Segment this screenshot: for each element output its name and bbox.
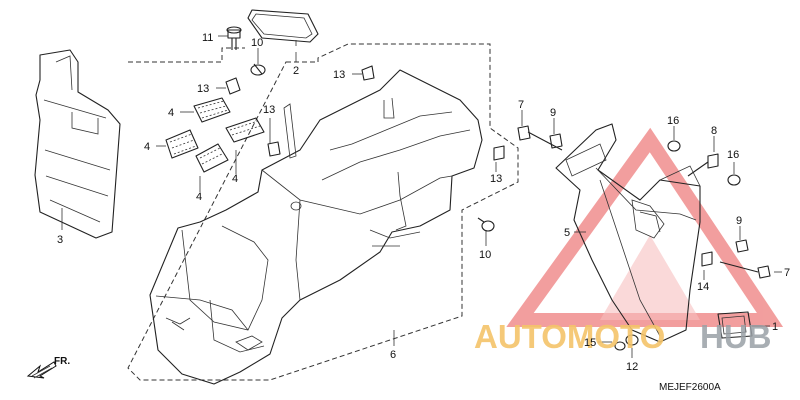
- callout-4-b: 4: [144, 141, 150, 153]
- callout-13-b: 13: [263, 104, 275, 116]
- callout-9-b: 9: [736, 215, 742, 227]
- callout-6: 6: [390, 349, 396, 361]
- callout-4-a: 4: [168, 107, 174, 119]
- assembly-outline: [127, 43, 519, 381]
- callout-3: 3: [57, 234, 63, 246]
- part-13-clips: [225, 65, 505, 161]
- part-2-seal: [247, 9, 319, 43]
- callout-12: 12: [626, 361, 638, 373]
- part-11-bolt: [226, 26, 242, 50]
- callout-1: 1: [772, 321, 778, 333]
- callout-16-b: 16: [727, 149, 739, 161]
- callout-14: 14: [697, 281, 709, 293]
- callout-11: 11: [202, 32, 213, 44]
- callout-13-d: 13: [490, 173, 502, 185]
- callout-10-top: 10: [251, 37, 263, 49]
- front-direction-label: FR.: [54, 356, 70, 367]
- part-1-reflector: [717, 311, 753, 339]
- callout-8: 8: [711, 125, 717, 137]
- leader-lines: [61, 35, 782, 358]
- front-direction-arrow: [26, 361, 57, 379]
- callout-10-right: 10: [479, 249, 491, 261]
- callouts: 3 11 10 2 13 4 4 4 4 13 13 13 10 6 7 9 1…: [57, 32, 790, 373]
- callout-13-c: 13: [333, 69, 345, 81]
- part-10-screw-top: [250, 63, 266, 76]
- callout-2: 2: [293, 65, 299, 77]
- callout-4-c: 4: [196, 191, 202, 203]
- diagram-code: MEJEF2600A: [659, 382, 721, 393]
- callout-9-a: 9: [550, 107, 556, 119]
- callout-16-a: 16: [667, 115, 679, 127]
- callout-13-a: 13: [197, 83, 209, 95]
- fasteners: [517, 125, 771, 351]
- part-10-screw-right: [477, 217, 495, 232]
- callout-7-b: 7: [784, 267, 790, 279]
- part-4-pads: [165, 97, 265, 173]
- watermark-text-primary: AUTOMOTO: [474, 318, 665, 355]
- watermark-text-secondary: HUB: [700, 318, 772, 355]
- callout-5: 5: [564, 227, 570, 239]
- watermark-logo: [506, 127, 784, 327]
- part-3-cover: [34, 49, 121, 239]
- callout-7-a: 7: [518, 99, 524, 111]
- part-6-inner-fender: [149, 69, 483, 385]
- callout-4-d: 4: [232, 173, 238, 185]
- callout-15: 15: [584, 337, 596, 349]
- part-5-bracket: [555, 123, 701, 343]
- watermark: AUTOMOTO HUB: [474, 318, 772, 355]
